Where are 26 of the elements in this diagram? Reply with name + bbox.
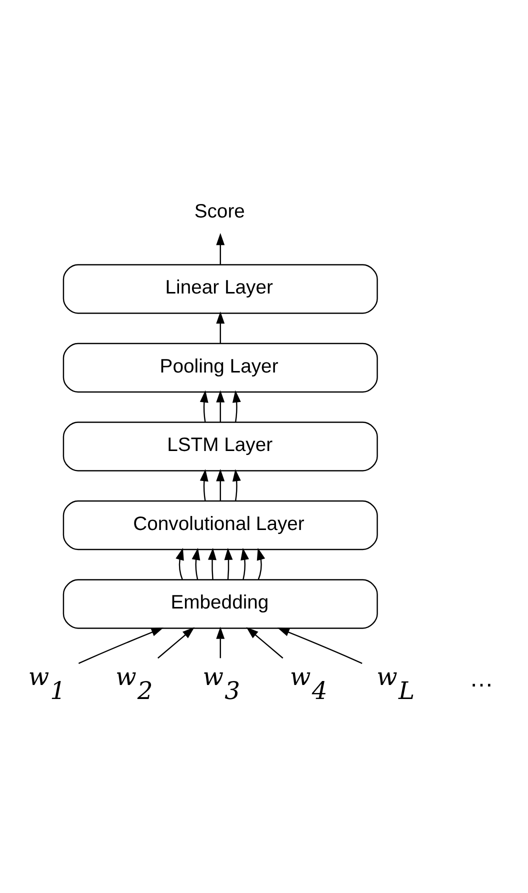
node-box: Convolutional Layer	[62, 500, 378, 550]
arrow	[232, 469, 241, 501]
node-box: Linear Layer	[62, 264, 378, 314]
arrow	[216, 233, 225, 264]
arrow	[208, 548, 216, 580]
node-box: Pooling Layer	[62, 342, 378, 393]
arrow	[216, 312, 225, 344]
arrow	[176, 548, 184, 580]
arrow	[216, 390, 225, 422]
arrow	[256, 548, 266, 580]
arrow	[192, 548, 200, 580]
node-box: Embedding	[62, 579, 378, 629]
label: …	[469, 665, 494, 692]
arrow	[277, 628, 362, 664]
arrow	[240, 548, 249, 580]
node-text: Score	[194, 200, 245, 222]
arrow	[216, 626, 225, 658]
node-box: LSTM Layer	[62, 422, 378, 472]
arrow	[246, 627, 284, 659]
arrow	[200, 390, 208, 422]
arrow	[158, 627, 194, 659]
arrow	[200, 469, 208, 501]
arrow	[216, 469, 225, 501]
arrow	[232, 390, 241, 422]
arrow	[78, 628, 164, 664]
arrow	[224, 548, 233, 580]
